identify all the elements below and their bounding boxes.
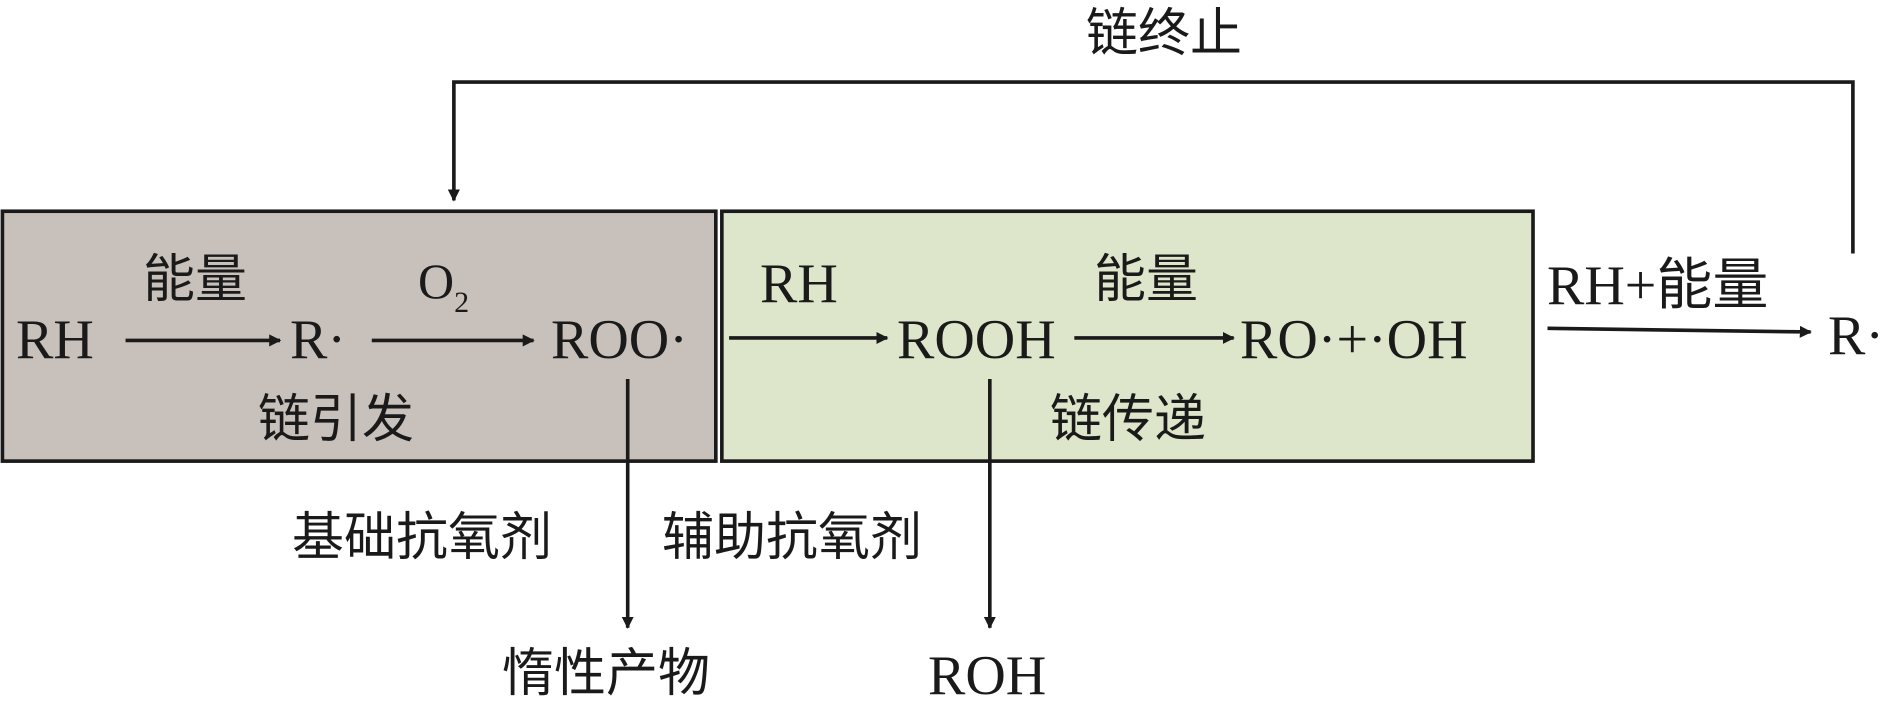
propagation-products: RO·+·OH [1240, 309, 1468, 371]
energy-label-propagation: 能量 [1094, 250, 1199, 310]
termination-label: 链终止 [1086, 4, 1243, 64]
initiation-label: 链引发 [258, 390, 415, 450]
termination-loop-line [447, 80, 1855, 254]
peroxy-radical: ROO· [551, 309, 688, 371]
oxygen-main: O [418, 253, 455, 309]
species-rh: RH [16, 309, 94, 371]
propagation-input-rh: RH [760, 253, 838, 315]
secondary-antioxidant-label: 辅助抗氧剂 [662, 508, 923, 568]
initiation-box [0, 209, 718, 463]
rh-energy-label: RH+能量 [1547, 255, 1769, 317]
energy-label-initiation: 能量 [143, 250, 248, 310]
propagation-label: 链传递 [1050, 390, 1207, 450]
primary-antioxidant-label: 基础抗氧剂 [292, 508, 553, 568]
radical-r: R· [290, 309, 346, 371]
arrow-to-r-outside [1547, 325, 1812, 338]
oxygen-sub: 2 [454, 286, 470, 319]
roh-label: ROH [928, 645, 1047, 707]
inert-product-label: 惰性产物 [502, 644, 711, 704]
radical-r-outside: R· [1828, 305, 1884, 367]
oxygen-label: O2 [418, 256, 469, 318]
hydroperoxide: ROOH [897, 309, 1056, 371]
